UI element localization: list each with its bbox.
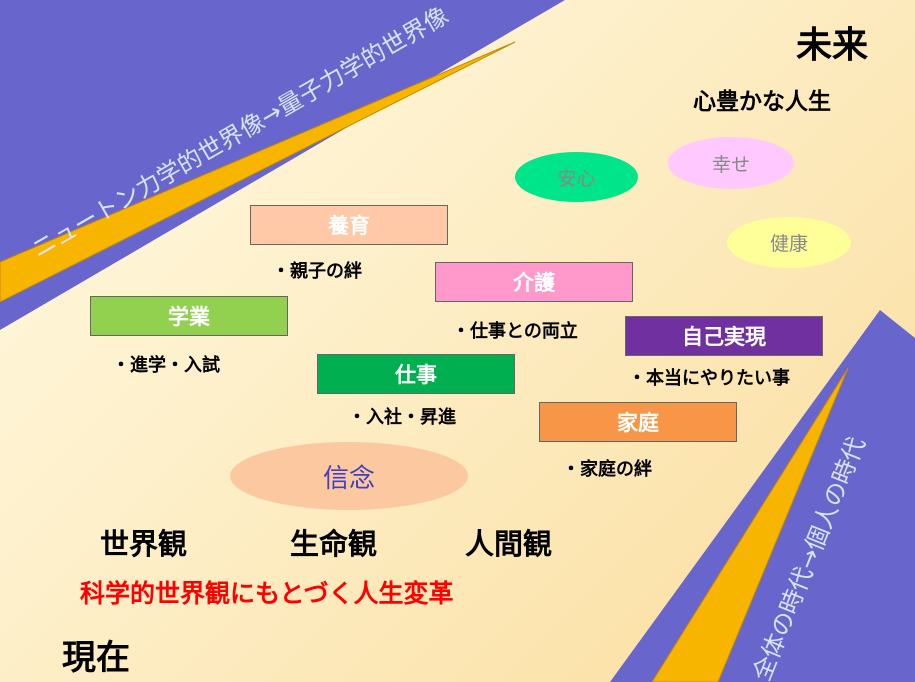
study-box: 学業 <box>90 296 288 336</box>
family-box: 家庭 <box>539 402 737 442</box>
health-oval: 健康 <box>727 217 851 268</box>
humanview-label: 人間観 <box>465 527 553 561</box>
happiness-oval: 幸せ <box>668 137 794 189</box>
present-label: 現在 <box>62 638 130 678</box>
selfreal-box: 自己実現 <box>625 316 823 356</box>
family-note: ・家庭の絆 <box>562 459 652 480</box>
care-box: 介護 <box>435 262 633 302</box>
care-note: ・仕事との両立 <box>452 321 578 342</box>
belief-oval: 信念 <box>230 442 468 510</box>
nurture-note: ・親子の絆 <box>272 261 362 282</box>
future-life-label: 心豊かな人生 <box>693 89 831 115</box>
slogan-label: 科学的世界観にもとづく人生変革 <box>80 579 454 608</box>
work-box: 仕事 <box>317 354 515 394</box>
bottom-right-band <box>610 310 915 682</box>
bottom-right-stripe <box>651 367 849 682</box>
nurture-box: 養育 <box>250 205 448 245</box>
work-note: ・入社・昇進 <box>348 407 456 428</box>
relief-oval: 安心 <box>515 152 638 202</box>
future-label: 未来 <box>796 25 869 66</box>
top-left-stripe <box>0 41 516 303</box>
worldview-label: 世界観 <box>100 527 188 561</box>
lifeview-label: 生命観 <box>290 527 378 561</box>
study-note: ・進学・入試 <box>112 355 220 376</box>
selfreal-note: ・本当にやりたい事 <box>628 368 790 389</box>
